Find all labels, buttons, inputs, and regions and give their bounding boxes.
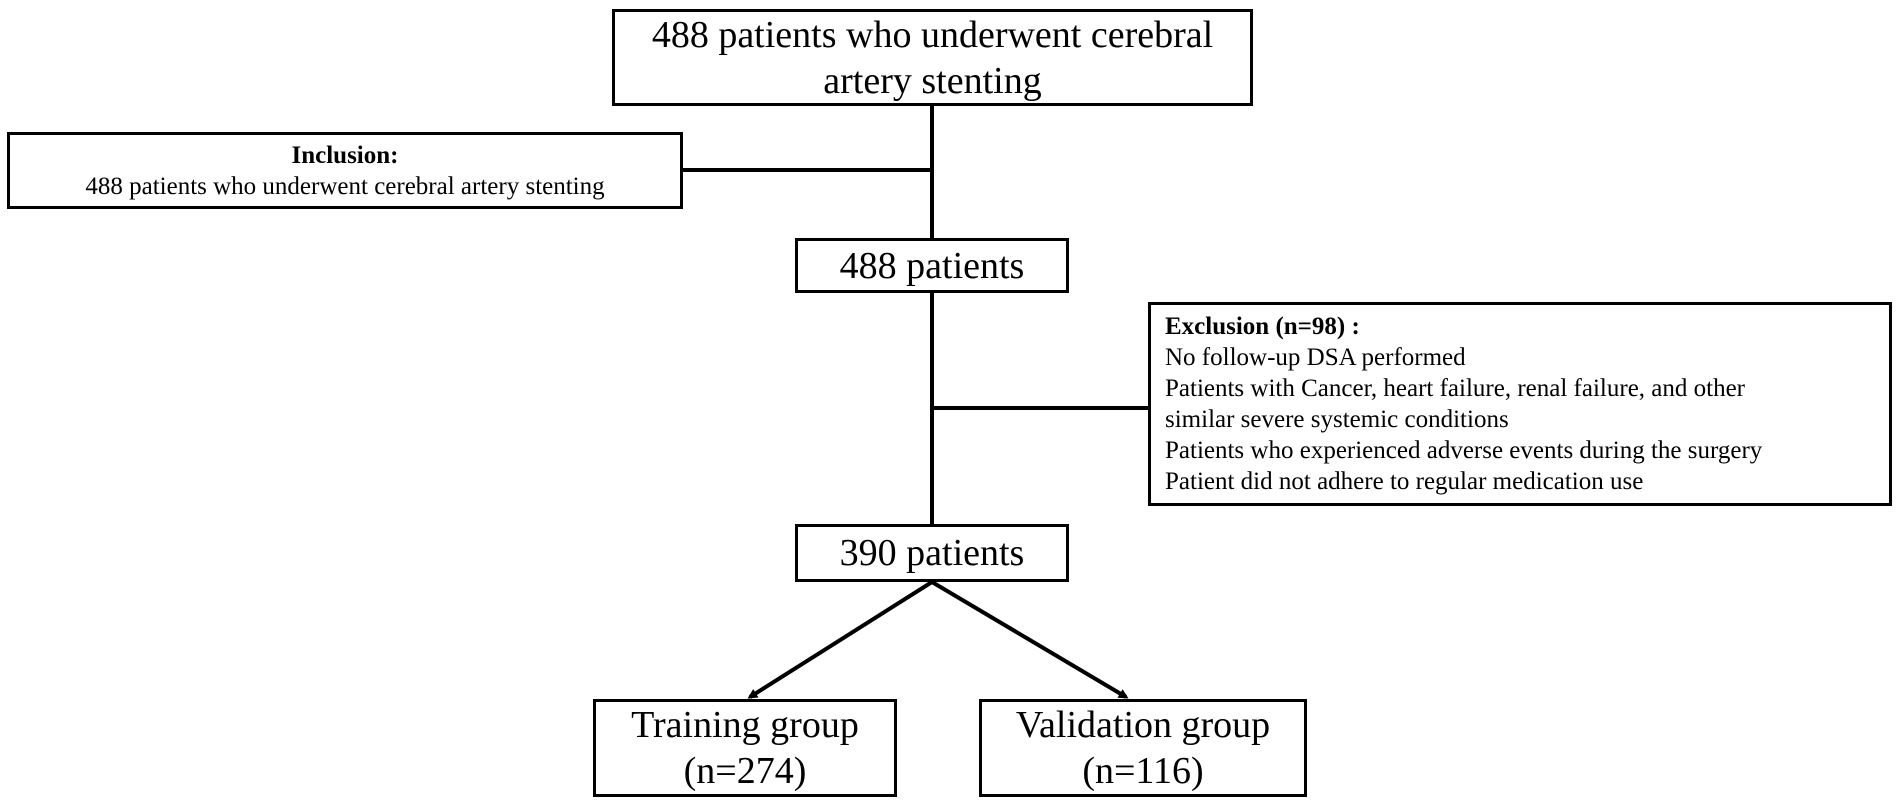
arrow-to-training xyxy=(747,580,934,699)
exclusion-item: Patients with Cancer, heart failure, ren… xyxy=(1165,375,1746,402)
lower-box: 390 patients xyxy=(795,524,1069,582)
exclusion-item: No follow-up DSA performed xyxy=(1165,344,1466,371)
inclusion-text: 488 patients who underwent cerebral arte… xyxy=(85,172,605,200)
mid-box-text: 488 patients xyxy=(839,244,1025,287)
top-box: 488 patients who underwent cerebral arte… xyxy=(612,9,1253,106)
training-box-line2: (n=274) xyxy=(683,750,807,792)
inclusion-heading: Inclusion: xyxy=(291,141,399,169)
exclusion-box: Exclusion (n=98) : No follow-up DSA perf… xyxy=(1148,302,1892,506)
inclusion-box: Inclusion: 488 patients who underwent ce… xyxy=(7,132,683,209)
training-box: Training group (n=274) xyxy=(593,699,897,797)
training-box-line1: Training group xyxy=(631,704,859,746)
exclusion-item: similar severe systemic conditions xyxy=(1165,406,1509,433)
mid-box: 488 patients xyxy=(795,238,1069,293)
top-box-line2: artery stenting xyxy=(823,59,1042,102)
exclusion-item: Patients who experienced adverse events … xyxy=(1165,437,1763,464)
exclusion-item: Patient did not adhere to regular medica… xyxy=(1165,468,1644,495)
arrow-to-validation xyxy=(930,580,1129,699)
exclusion-heading: Exclusion (n=98) : xyxy=(1165,313,1360,340)
validation-box-line2: (n=116) xyxy=(1082,750,1204,792)
top-box-line1: 488 patients who underwent cerebral xyxy=(651,13,1214,56)
lower-box-text: 390 patients xyxy=(839,532,1025,574)
validation-box: Validation group (n=116) xyxy=(979,699,1307,797)
validation-box-line1: Validation group xyxy=(1015,704,1271,746)
